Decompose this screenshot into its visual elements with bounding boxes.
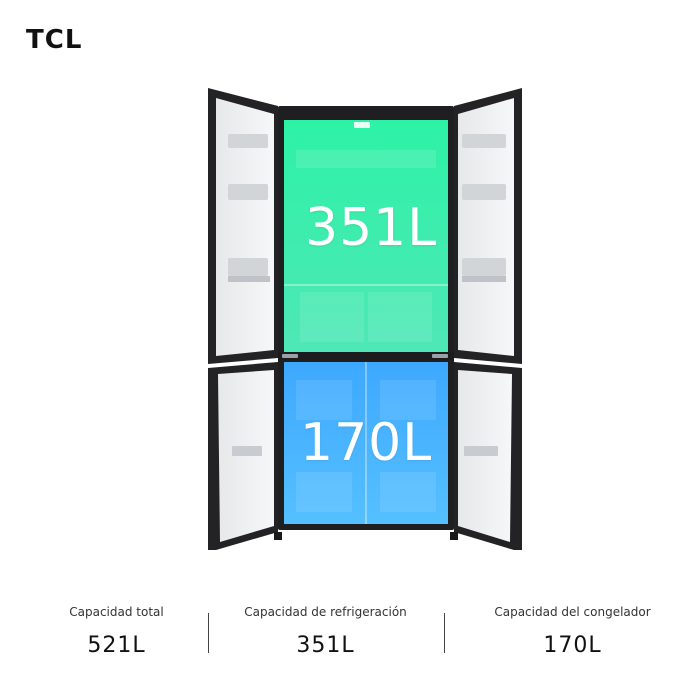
stat-label-refrigeration: Capacidad de refrigeración — [244, 605, 407, 619]
stat-label-freezer: Capacidad del congelador — [494, 605, 651, 619]
divider — [444, 613, 445, 653]
stat-freezer: Capacidad del congelador 170L — [445, 605, 700, 658]
divider — [208, 613, 209, 653]
refrigerator-illustration — [208, 88, 522, 550]
stat-refrigeration: Capacidad de refrigeración 351L — [209, 605, 442, 658]
stat-value-total: 521L — [87, 633, 146, 658]
capacity-stats: Capacidad total 521L Capacidad de refrig… — [0, 605, 700, 675]
stat-label-total: Capacidad total — [69, 605, 164, 619]
refrigerator-image: 351L 170L — [200, 80, 530, 550]
stat-value-freezer: 170L — [543, 633, 602, 658]
fridge-capacity-overlay: 351L — [305, 198, 438, 258]
tcl-logo: TCL — [26, 25, 83, 55]
freezer-capacity-overlay: 170L — [300, 413, 433, 473]
stat-value-refrigeration: 351L — [296, 633, 355, 658]
stat-total: Capacidad total 521L — [0, 605, 233, 658]
